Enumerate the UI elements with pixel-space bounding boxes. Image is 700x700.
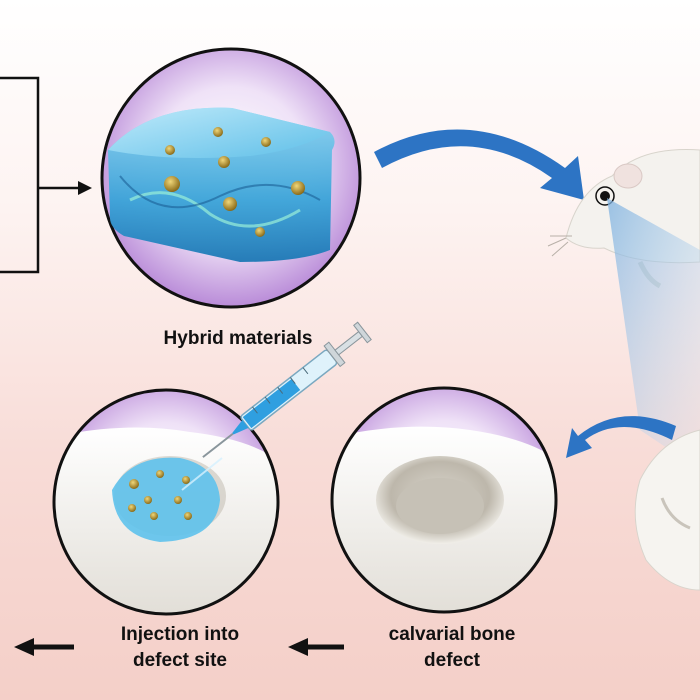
rat-paw-icon xyxy=(634,429,700,591)
injection-circle xyxy=(52,388,280,616)
hybrid-materials-label: Hybrid materials xyxy=(163,328,313,349)
bone-defect-icon xyxy=(376,456,504,544)
arrow-icon xyxy=(374,129,584,200)
injection-label: Injection into defect site xyxy=(80,622,280,674)
calvarial-defect-circle xyxy=(330,386,558,614)
arrow-icon xyxy=(288,638,344,656)
calvarial-label-line2: defect xyxy=(424,650,480,671)
calvarial-label-line1: calvarial bone xyxy=(388,624,516,645)
magnification-beam xyxy=(607,198,700,470)
arrow-icon xyxy=(566,416,676,458)
injection-label-line1: Injection into xyxy=(120,624,240,645)
syringe-icon xyxy=(181,321,372,491)
injection-label-line2: defect site xyxy=(133,650,227,671)
arrow-icon xyxy=(14,638,74,656)
calvarial-label: calvarial bone defect xyxy=(352,622,552,674)
hybrid-materials-circle xyxy=(100,47,362,309)
bracket-connector xyxy=(0,76,92,274)
gel-cube-icon xyxy=(108,107,335,263)
